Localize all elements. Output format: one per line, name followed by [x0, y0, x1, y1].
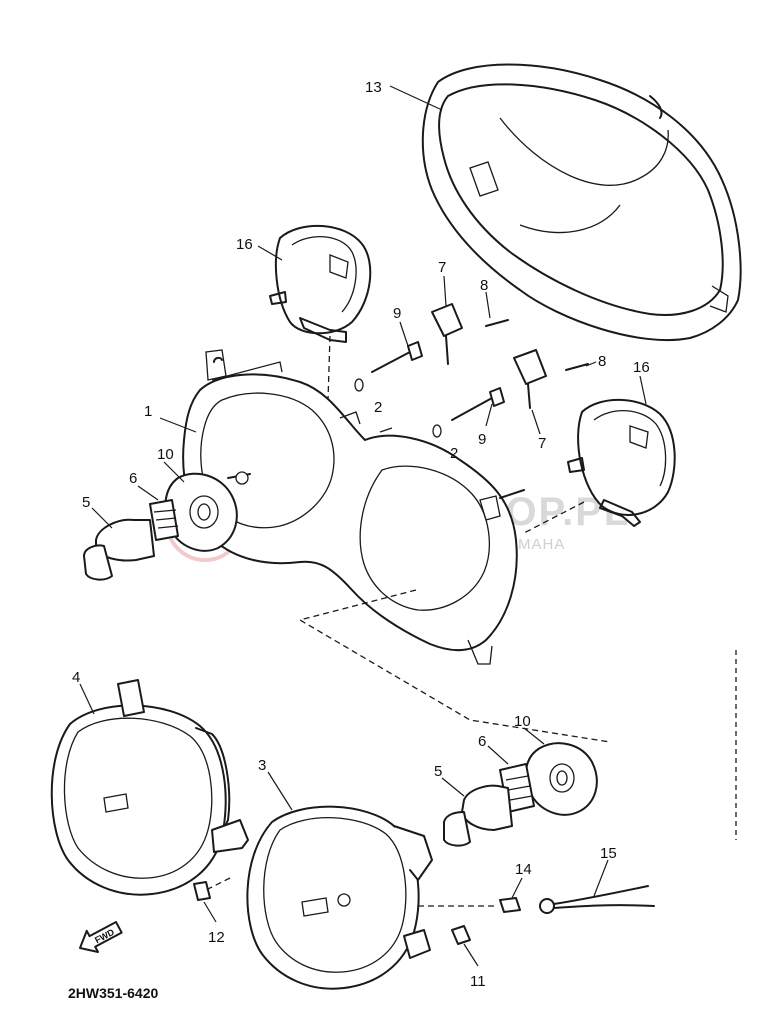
- fwd-arrow: FWD: [79, 921, 123, 954]
- part-8-bolt-lower: [565, 363, 589, 371]
- callout-1: 1: [144, 403, 152, 420]
- part-15-harness: [539, 885, 655, 914]
- part-12-grommet: [193, 881, 211, 901]
- callout-3: 3: [258, 757, 266, 774]
- part-11-socket: [451, 925, 471, 945]
- part-4-headlight-left: [50, 679, 249, 896]
- part-3-headlight-right: [246, 805, 433, 990]
- part-16-ring-upper: [269, 224, 372, 343]
- callout-8-upper: 8: [480, 277, 488, 294]
- callout-11: 11: [470, 973, 486, 990]
- callout-16-upper: 16: [236, 236, 253, 253]
- part-16-ring-right: [567, 398, 676, 527]
- callout-9-upper: 9: [393, 305, 401, 322]
- callout-13: 13: [365, 79, 382, 96]
- part-8-bolt-upper: [485, 319, 509, 327]
- part-9-screw-upper: [371, 351, 411, 373]
- callout-6-right: 6: [478, 733, 486, 750]
- part-9-screw-lower: [451, 397, 493, 421]
- fwd-arrow-icon: [79, 921, 123, 954]
- callout-2-upper: 2: [374, 399, 382, 416]
- part-7-adjuster-upper: [431, 303, 463, 337]
- leader-lines: [79, 85, 737, 967]
- bulb-assembly-left: [83, 472, 238, 581]
- callout-7-lower: 7: [538, 435, 546, 452]
- callout-15: 15: [600, 845, 617, 862]
- part-13-cowling: [421, 63, 742, 342]
- part-14-bulb: [499, 897, 521, 913]
- callout-5-left: 5: [82, 494, 90, 511]
- diagram-code: 2HW351-6420: [68, 985, 158, 1001]
- callout-10-right: 10: [514, 713, 531, 730]
- callout-14: 14: [515, 861, 532, 878]
- callout-labels: 13 16 7 8 9 8 16 2 1 9 7 2 10 6 5 4 10 6…: [72, 79, 650, 990]
- callout-7-upper: 7: [438, 259, 446, 276]
- part-2-washer-lower: [432, 424, 442, 438]
- callout-10-left: 10: [157, 446, 174, 463]
- callout-16-right: 16: [633, 359, 650, 376]
- part-7-adjuster-lower: [513, 349, 547, 385]
- callout-12: 12: [208, 929, 225, 946]
- callout-6-left: 6: [129, 470, 137, 487]
- part-1-frame: [182, 349, 525, 665]
- callout-5-right: 5: [434, 763, 442, 780]
- callout-9-lower: 9: [478, 431, 486, 448]
- small-parts: [193, 303, 655, 945]
- callout-4: 4: [72, 669, 80, 686]
- callout-2-lower: 2: [450, 445, 458, 462]
- callout-8-lower: 8: [598, 353, 606, 370]
- part-2-washer-upper: [354, 378, 364, 392]
- bulb-assembly-right: [443, 742, 598, 847]
